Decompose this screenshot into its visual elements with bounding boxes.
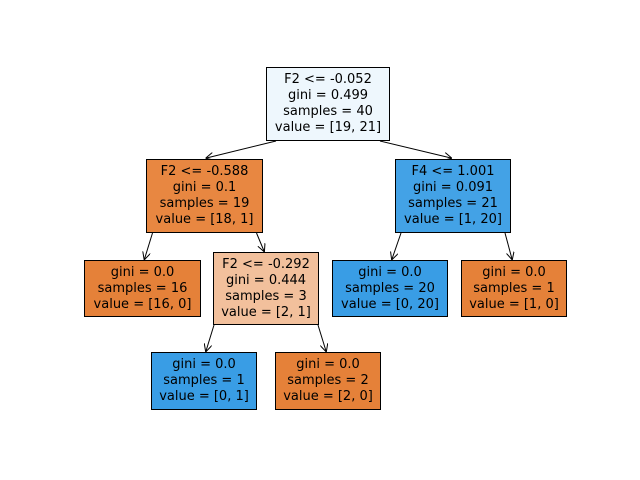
node-text-line: samples = 16	[97, 280, 188, 296]
node-text-line: gini = 0.091	[412, 180, 494, 195]
tree-node-left: F2 <= -0.588 gini = 0.1 samples = 19 val…	[146, 159, 263, 233]
node-text-line: samples = 20	[345, 280, 435, 296]
tree-edge-arrow	[504, 232, 512, 259]
node-text-line: value = [1, 20]	[404, 212, 502, 227]
node-text-line: samples = 2	[287, 373, 369, 388]
tree-edge-arrow	[256, 232, 265, 251]
node-text-line: value = [2, 1]	[221, 304, 311, 320]
node-text-line: value = [0, 1]	[159, 389, 249, 404]
tree-edge-arrow	[317, 324, 326, 351]
tree-node-leaf: gini = 0.0 samples = 20 value = [0, 20]	[332, 260, 448, 317]
node-text-line: samples = 19	[159, 196, 250, 211]
tree-edge-arrow	[145, 232, 153, 259]
node-text-line: samples = 40	[283, 104, 373, 119]
tree-edge-arrow	[379, 140, 451, 158]
node-text-line: gini = 0.0	[358, 264, 422, 280]
tree-edge-arrow	[206, 324, 215, 351]
tree-edge-arrow	[207, 140, 277, 158]
tree-edge-arrow	[392, 232, 402, 259]
tree-node-split: F2 <= -0.292 gini = 0.444 samples = 3 va…	[213, 252, 319, 325]
node-text-line: gini = 0.0	[296, 357, 360, 372]
node-text-line: gini = 0.499	[287, 88, 369, 103]
node-text-line: value = [18, 1]	[155, 212, 254, 227]
node-text-line: samples = 1	[473, 280, 555, 296]
tree-node-root: F2 <= -0.052 gini = 0.499 samples = 40 v…	[266, 67, 390, 141]
tree-node-leaf: gini = 0.0 samples = 1 value = [1, 0]	[461, 260, 567, 317]
node-text-line: gini = 0.0	[110, 264, 175, 280]
node-text-line: gini = 0.0	[482, 264, 546, 280]
node-text-line: value = [16, 0]	[93, 296, 192, 312]
tree-node-leaf: gini = 0.0 samples = 1 value = [0, 1]	[151, 352, 257, 410]
node-text-line: F2 <= -0.052	[284, 72, 372, 87]
node-text-line: samples = 1	[163, 373, 245, 388]
tree-node-right: F4 <= 1.001 gini = 0.091 samples = 21 va…	[395, 159, 511, 233]
node-text-line: gini = 0.0	[172, 357, 236, 372]
node-text-line: value = [19, 21]	[274, 120, 382, 135]
node-text-line: value = [2, 0]	[283, 389, 373, 404]
node-text-line: samples = 21	[408, 196, 498, 211]
node-text-line: F4 <= 1.001	[411, 164, 495, 179]
node-text-line: value = [1, 0]	[469, 296, 559, 312]
tree-node-leaf: gini = 0.0 samples = 16 value = [16, 0]	[84, 260, 201, 317]
tree-node-leaf: gini = 0.0 samples = 2 value = [2, 0]	[275, 352, 381, 410]
node-text-line: gini = 0.444	[225, 272, 307, 288]
node-text-line: samples = 3	[225, 288, 307, 304]
node-text-line: F2 <= -0.588	[160, 164, 249, 179]
node-text-line: F2 <= -0.292	[222, 256, 310, 272]
node-text-line: value = [0, 20]	[341, 296, 439, 312]
node-text-line: gini = 0.1	[172, 180, 237, 195]
